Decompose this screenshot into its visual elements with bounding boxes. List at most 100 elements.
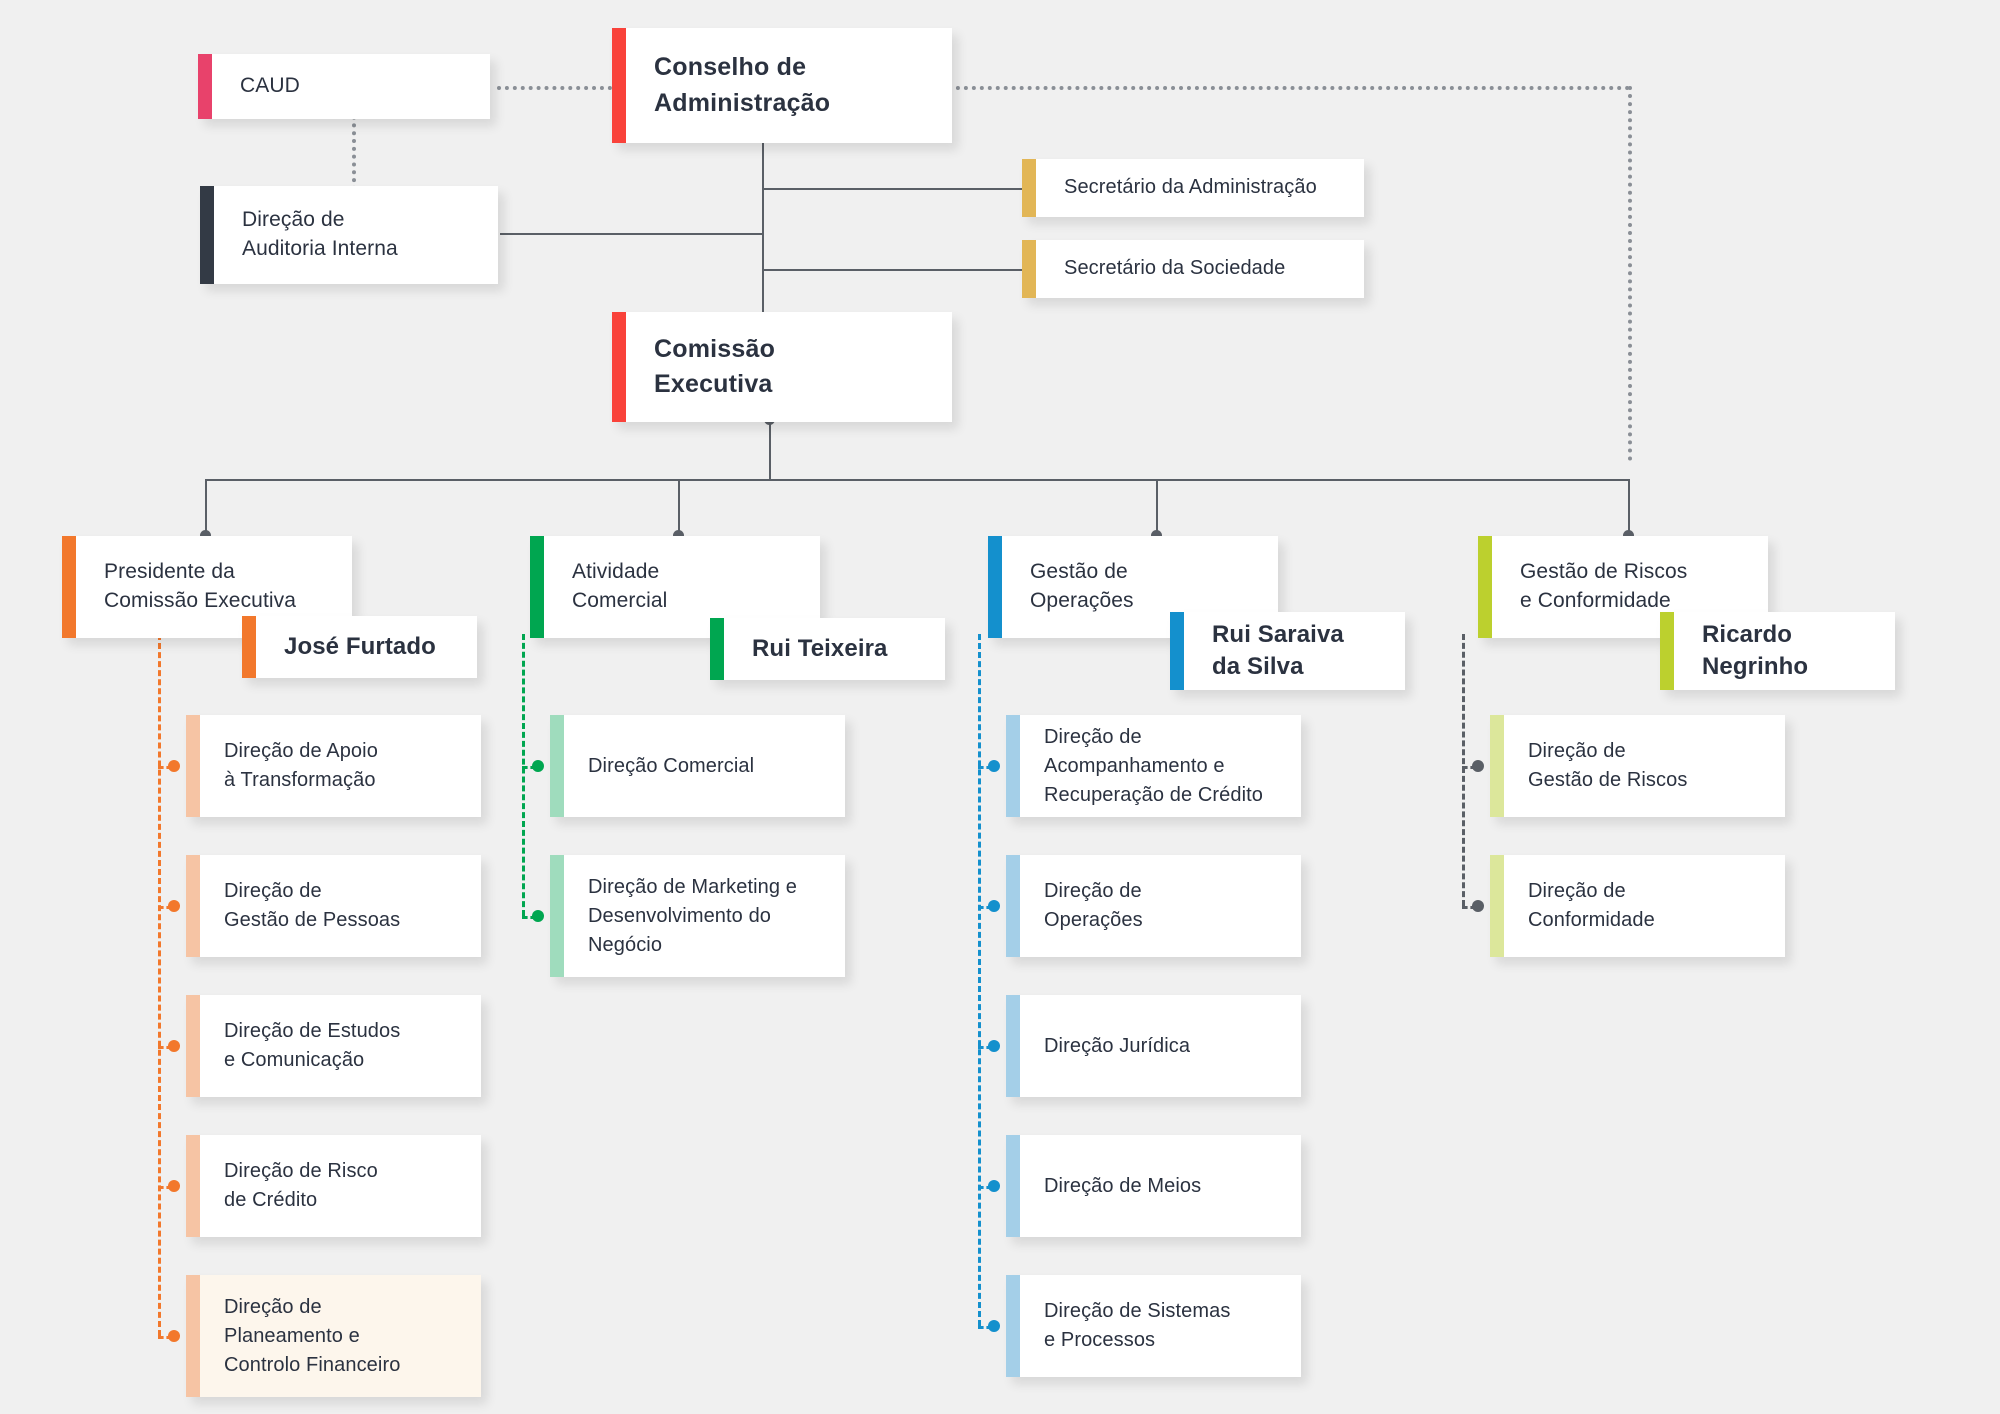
connector-child-dot-2-2 (532, 910, 544, 922)
column-header-label-3: Gestão de Operações (1030, 560, 1134, 612)
column-child-1-2[interactable]: Direção de Gestão de Pessoas (186, 855, 481, 957)
column-child-label-4-2: Direção de Conformidade (1528, 880, 1655, 931)
accent-bar-column-header-1 (62, 536, 76, 638)
accent-bar-auditoria (200, 186, 214, 284)
connector-child-dot-2-1 (532, 760, 544, 772)
accent-bar-column-child-3-2 (1006, 855, 1020, 957)
column-child-1-3[interactable]: Direção de Estudos e Comunicação (186, 995, 481, 1097)
node-auditoria-interna[interactable]: Direção de Auditoria Interna (200, 186, 498, 284)
column-child-1-4[interactable]: Direção de Risco de Crédito (186, 1135, 481, 1237)
accent-bar-secretario-sociedade (1022, 240, 1036, 298)
node-secretario-administracao[interactable]: Secretário da Administração (1022, 159, 1364, 217)
connector-child-stub-3-4 (978, 1186, 992, 1189)
node-comissao-executiva[interactable]: Comissão Executiva (612, 312, 952, 422)
connector-dot-col-2 (673, 530, 684, 541)
column-child-label-1-2: Direção de Gestão de Pessoas (224, 880, 401, 931)
accent-bar-column-child-2-1 (550, 715, 564, 817)
accent-bar-column-child-2-2 (550, 855, 564, 977)
column-child-1-1[interactable]: Direção de Apoio à Transformação (186, 715, 481, 817)
column-person-3[interactable]: Rui Saraiva da Silva (1170, 612, 1405, 690)
connector-bus (205, 479, 1630, 481)
accent-bar-column-child-4-2 (1490, 855, 1504, 957)
column-child-label-1-5: Direção de Planeamento e Controlo Financ… (224, 1295, 401, 1376)
column-child-2-2[interactable]: Direção de Marketing e Desenvolvimento d… (550, 855, 845, 977)
connector-child-stub-2-1 (522, 766, 536, 769)
column-header-label-1: Presidente da Comissão Executiva (104, 560, 297, 612)
connector-dot-col-4 (1623, 530, 1634, 541)
accent-bar-column-child-3-1 (1006, 715, 1020, 817)
connector-child-stub-1-3 (158, 1046, 172, 1049)
column-child-label-1-1: Direção de Apoio à Transformação (224, 740, 378, 791)
accent-bar-column-child-1-3 (186, 995, 200, 1097)
column-header-label-4: Gestão de Riscos e Conformidade (1520, 560, 1688, 612)
connector-column-spine-4 (1462, 634, 1465, 906)
connector-child-stub-1-5 (158, 1336, 172, 1339)
connector-child-stub-3-3 (978, 1046, 992, 1049)
connector-child-stub-4-2 (1462, 906, 1476, 909)
connector-child-dot-1-4 (168, 1180, 180, 1192)
accent-bar-conselho (612, 28, 626, 143)
node-conselho-administracao[interactable]: Conselho de Administração (612, 28, 952, 143)
connector-drop-col-2 (678, 479, 680, 536)
accent-bar-column-person-1 (242, 616, 256, 678)
column-child-1-5[interactable]: Direção de Planeamento e Controlo Financ… (186, 1275, 481, 1397)
column-child-label-3-1: Direção de Acompanhamento e Recuperação … (1044, 725, 1263, 806)
connector-child-dot-4-1 (1472, 760, 1484, 772)
connector-caud-auditoria (352, 100, 356, 190)
connector-child-stub-3-5 (978, 1326, 992, 1329)
connector-child-stub-4-1 (1462, 766, 1476, 769)
node-secretario-sociedade-label: Secretário da Sociedade (1064, 257, 1286, 280)
connector-child-stub-1-4 (158, 1186, 172, 1189)
connector-column-spine-3 (978, 634, 981, 1326)
connector-conselho-riscos-vertical (1628, 86, 1632, 461)
column-person-2[interactable]: Rui Teixeira (710, 618, 945, 680)
connector-child-stub-2-2 (522, 916, 536, 919)
node-auditoria-label: Direção de Auditoria Interna (242, 208, 398, 260)
connector-drop-col-4 (1628, 479, 1630, 536)
column-child-3-1[interactable]: Direção de Acompanhamento e Recuperação … (1006, 715, 1301, 817)
column-person-label-3: Rui Saraiva da Silva (1212, 620, 1344, 680)
accent-bar-column-person-3 (1170, 612, 1184, 690)
column-child-3-3[interactable]: Direção Jurídica (1006, 995, 1301, 1097)
column-child-4-1[interactable]: Direção de Gestão de Riscos (1490, 715, 1785, 817)
column-child-3-2[interactable]: Direção de Operações (1006, 855, 1301, 957)
column-header-1[interactable]: Presidente da Comissão Executiva (62, 536, 352, 638)
column-child-label-3-3: Direção Jurídica (1044, 1034, 1191, 1057)
connector-child-dot-1-5 (168, 1330, 180, 1342)
column-child-label-4-1: Direção de Gestão de Riscos (1528, 740, 1688, 791)
column-child-3-4[interactable]: Direção de Meios (1006, 1135, 1301, 1237)
connector-child-stub-3-1 (978, 766, 992, 769)
connector-child-dot-3-1 (988, 760, 1000, 772)
node-comissao-label: Comissão Executiva (654, 334, 776, 399)
accent-bar-column-child-3-4 (1006, 1135, 1020, 1237)
node-conselho-label: Conselho de Administração (654, 53, 831, 117)
connector-drop-col-1 (205, 479, 207, 536)
connector-child-dot-1-1 (168, 760, 180, 772)
node-secretario-sociedade[interactable]: Secretário da Sociedade (1022, 240, 1364, 298)
accent-bar-column-header-3 (988, 536, 1002, 638)
accent-bar-column-child-1-1 (186, 715, 200, 817)
connector-child-dot-4-2 (1472, 900, 1484, 912)
column-child-label-1-4: Direção de Risco de Crédito (224, 1160, 378, 1211)
node-caud-label: CAUD (240, 74, 300, 98)
column-child-4-2[interactable]: Direção de Conformidade (1490, 855, 1785, 957)
connector-child-dot-3-3 (988, 1040, 1000, 1052)
connector-column-spine-2 (522, 634, 525, 916)
connector-drop-col-3 (1156, 479, 1158, 536)
node-caud[interactable]: CAUD (198, 54, 490, 119)
connector-dot-col-1 (200, 530, 211, 541)
column-child-2-1[interactable]: Direção Comercial (550, 715, 845, 817)
accent-bar-column-header-4 (1478, 536, 1492, 638)
connector-child-dot-3-5 (988, 1320, 1000, 1332)
column-person-label-2: Rui Teixeira (752, 634, 888, 662)
connector-dot-col-3 (1151, 530, 1162, 541)
accent-bar-column-child-3-5 (1006, 1275, 1020, 1377)
column-child-label-3-5: Direção de Sistemas e Processos (1044, 1300, 1231, 1351)
accent-bar-column-child-4-1 (1490, 715, 1504, 817)
accent-bar-column-child-1-4 (186, 1135, 200, 1237)
connector-conselho-spine (762, 142, 764, 312)
column-child-3-5[interactable]: Direção de Sistemas e Processos (1006, 1275, 1301, 1377)
column-person-1[interactable]: José Furtado (242, 616, 477, 678)
column-person-4[interactable]: Ricardo Negrinho (1660, 612, 1895, 690)
